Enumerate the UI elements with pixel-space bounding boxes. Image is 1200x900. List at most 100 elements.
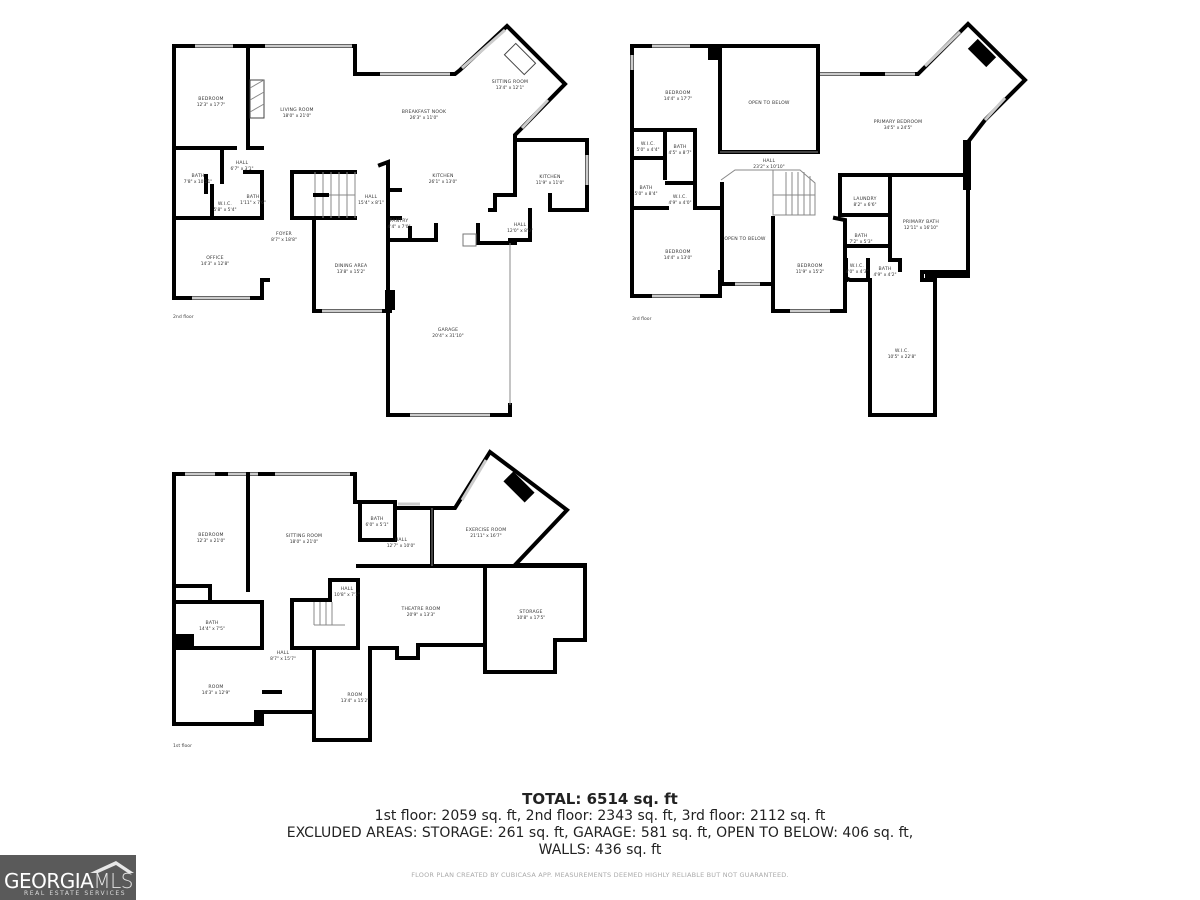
room-label: HALL [514, 222, 527, 228]
room-label: PRIMARY BATH [903, 219, 939, 225]
room-dims: 13'4" x 15'2" [341, 698, 370, 704]
excluded-areas: EXCLUDED AREAS: STORAGE: 261 sq. ft, GAR… [286, 825, 914, 841]
logo-tagline: REAL ESTATE SERVICES [24, 890, 127, 897]
room-label: W.I.C. [850, 263, 864, 269]
room-dims: 1'11" x 7'6" [240, 200, 266, 206]
room-dims: 20'4" x 31'10" [432, 333, 463, 339]
room-dims: 4'9" x 4'2" [873, 272, 896, 278]
room-dims: 18'0" x 21'0" [283, 113, 312, 119]
room-dims: 8'2" x 6'6" [853, 202, 876, 208]
room-dims: 10'8" x 7'1" [334, 592, 360, 598]
floor-plan-3rd-floor: BEDROOM 14'4" x 17'7" OPEN TO BELOW PRIM… [630, 21, 1028, 417]
room-label: HALL [763, 158, 776, 164]
room-label: BATH [371, 516, 384, 522]
room-dims: 4'4" x 7'0" [387, 224, 410, 230]
room-label: HALL [341, 586, 354, 592]
room-label: HALL [277, 650, 290, 656]
room-label: HALL [236, 160, 249, 166]
room-dims: 18'0" x 21'0" [290, 539, 319, 545]
room-dims: 14'4" x 13'0" [664, 255, 693, 261]
room-label: W.I.C. [673, 194, 687, 200]
room-label: THEATRE ROOM [400, 606, 440, 612]
room-label: W.I.C. [218, 201, 232, 207]
room-label: ROOM [208, 684, 223, 690]
room-dims: 12'7" x 10'0" [387, 543, 416, 549]
room-label: LAUNDRY [853, 196, 876, 202]
room-dims: 26'3" x 11'0" [410, 115, 439, 121]
room-label: BATH [192, 173, 205, 179]
room-dims: 11'9" x 11'0" [536, 180, 565, 186]
room-label: OFFICE [206, 255, 224, 261]
total-area: TOTAL: 6514 sq. ft [522, 790, 678, 808]
room-dims: 26'1" x 13'0" [429, 179, 458, 185]
room-label: HALL [395, 537, 408, 543]
roof-icon [90, 861, 134, 873]
room-label: EXERCISE ROOM [466, 527, 507, 533]
room-dims: 12'0" x 8'0" [507, 228, 533, 234]
room-dims: 34'5" x 24'5" [884, 125, 913, 131]
room-label: BATH [206, 620, 219, 626]
room-label: BATH [247, 194, 260, 200]
room-label: GARAGE [438, 327, 458, 333]
room-dims: 7'8" x 10'11" [184, 179, 213, 185]
room-dims: 4'9" x 4'0" [668, 200, 691, 206]
room-label: PRIMARY BEDROOM [874, 119, 923, 125]
room-dims: 4'0" x 4'3" [845, 269, 868, 275]
room-label: PANTRY [390, 218, 409, 224]
room-dims: 8'7" x 18'8" [271, 237, 297, 243]
room-dims: 5'0" x 4'4" [636, 147, 659, 153]
room-label: SITTING ROOM [286, 533, 322, 539]
room-label: KITCHEN [539, 174, 560, 180]
disclaimer: FLOOR PLAN CREATED BY CUBICASA APP. MEAS… [411, 871, 789, 879]
room-label: HALL [365, 194, 378, 200]
floor-plan-1st-floor: BEDROOM 12'3" x 21'0" SITTING ROOM 18'0"… [172, 449, 587, 749]
room-dims: 23'2" x 10'10" [753, 164, 784, 170]
floor-areas: 1st floor: 2059 sq. ft, 2nd floor: 2343 … [374, 808, 826, 824]
room-dims: 15'4" x 8'1" [358, 200, 384, 206]
room-label: FOYER [276, 231, 293, 237]
room-dims: 5'0" x 8'4" [634, 191, 657, 197]
room-dims: 13'4" x 12'1" [496, 85, 525, 91]
floor-label: 3rd floor [632, 316, 652, 322]
room-dims: 5'8" x 5'4" [213, 207, 236, 213]
room-dims: 12'3" x 21'0" [197, 538, 226, 544]
room-dims: 12'3" x 17'7" [197, 102, 226, 108]
room-label: OPEN TO BELOW [724, 236, 766, 242]
room-label: BEDROOM [797, 263, 822, 269]
room-label: LIVING ROOM [280, 107, 313, 113]
room-label: W.I.C. [641, 141, 655, 147]
logo-georgia: GEORGIA [4, 869, 94, 893]
room-dims: 7'2" x 5'3" [849, 239, 872, 245]
room-label: BATH [674, 144, 687, 150]
room-label: OPEN TO BELOW [748, 100, 790, 106]
floor-plan-2nd-floor: BEDROOM 12'3" x 17'7" LIVING ROOM 18'0" … [172, 23, 589, 417]
room-dims: 11'9" x 15'2" [796, 269, 825, 275]
room-label: BATH [879, 266, 892, 272]
room-label: ROOM [347, 692, 362, 698]
logo-wordmark: GEORGIAMLS [4, 869, 133, 893]
room-label: BATH [855, 233, 868, 239]
room-dims: 6'7" x 3'1" [230, 166, 253, 172]
room-label: BEDROOM [665, 249, 690, 255]
room-dims: 10'8" x 17'5" [517, 615, 546, 621]
room-label: BREAKFAST NOOK [402, 109, 447, 115]
room-dims: 8'7" x 15'7" [270, 656, 296, 662]
room-label: BATH [640, 185, 653, 191]
room-label: BEDROOM [198, 532, 223, 538]
logo-mls: MLS [93, 869, 133, 893]
room-dims: 14'3" x 12'9" [202, 690, 231, 696]
room-label: BEDROOM [665, 90, 690, 96]
room-label: BEDROOM [198, 96, 223, 102]
walls-area: WALLS: 436 sq. ft [538, 842, 662, 858]
floor-plans: BEDROOM 12'3" x 17'7" LIVING ROOM 18'0" … [172, 21, 1028, 749]
room-dims: 10'5" x 22'8" [888, 354, 917, 360]
room-dims: 14'4" x 17'7" [664, 96, 693, 102]
room-dims: 20'9" x 13'3" [407, 612, 436, 618]
room-label: W.I.C. [895, 348, 909, 354]
room-dims: 12'11" x 16'10" [904, 225, 938, 231]
room-label: DINING AREA [335, 263, 368, 269]
room-label: STORAGE [519, 609, 542, 615]
floor-label: 2nd floor [173, 314, 194, 320]
georgia-mls-logo: GEORGIAMLS REAL ESTATE SERVICES [0, 855, 136, 900]
room-dims: 21'11" x 16'7" [470, 533, 501, 539]
